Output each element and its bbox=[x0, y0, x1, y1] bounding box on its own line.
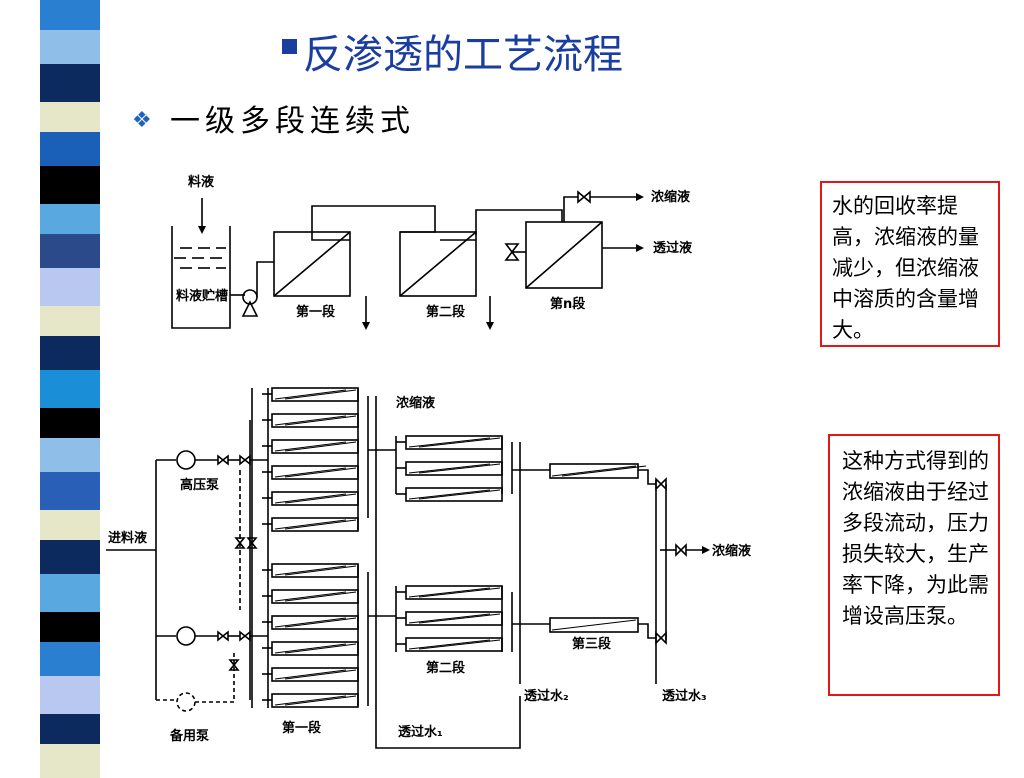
stripe-block bbox=[40, 714, 100, 744]
stripe-block bbox=[40, 0, 100, 30]
slide-title-text: 反渗透的工艺流程 bbox=[303, 32, 623, 78]
stage2-module bbox=[396, 637, 503, 652]
stripe-block bbox=[40, 408, 100, 438]
stripe-block bbox=[40, 676, 100, 714]
slide-title: 反渗透的工艺流程 bbox=[282, 22, 623, 80]
stage2-module bbox=[396, 461, 503, 476]
stripe-block bbox=[40, 132, 100, 166]
stage1-module bbox=[262, 491, 359, 506]
stage1-module bbox=[262, 413, 359, 428]
top-stage2-label: 第二段 bbox=[426, 304, 465, 320]
stage2-module bbox=[396, 435, 503, 450]
concentrate-top-label: 浓缩液 bbox=[396, 395, 435, 411]
stage2-module bbox=[396, 611, 503, 626]
feed-in-label: 进料液 bbox=[108, 530, 147, 546]
stage2-label: 第二段 bbox=[426, 660, 465, 676]
stage2-module bbox=[396, 585, 503, 600]
stripe-block bbox=[40, 64, 100, 102]
stripe-block bbox=[40, 438, 100, 472]
decorative-stripe bbox=[40, 0, 100, 778]
process-flow-diagram: 料液 料液贮槽 第一段 第二段 第n段 bbox=[106, 174, 751, 749]
stripe-block bbox=[40, 540, 100, 574]
stripe-block bbox=[40, 166, 100, 204]
stage1-module bbox=[262, 615, 359, 630]
stripe-block bbox=[40, 370, 100, 408]
top-permeate-label: 透过液 bbox=[653, 240, 692, 256]
stage1-label: 第一段 bbox=[282, 720, 321, 736]
diagram-panel: 料液 料液贮槽 第一段 第二段 第n段 bbox=[100, 140, 780, 768]
stage1-module bbox=[262, 589, 359, 604]
diamond-bullet-icon: ❖ bbox=[132, 108, 152, 133]
tank-label: 料液贮槽 bbox=[176, 288, 228, 304]
stripe-block bbox=[40, 642, 100, 676]
bottom-diagram: 进料液 高压泵 备用泵 bbox=[106, 387, 751, 749]
hp-pump-label: 高压泵 bbox=[180, 477, 219, 493]
stage1-module bbox=[262, 387, 359, 402]
stage1-module bbox=[262, 693, 359, 708]
stage1-module bbox=[262, 465, 359, 480]
note-pressure-loss: 这种方式得到的浓缩液由于经过多段流动，压力损失较大，生产率下降，为此需增设高压泵… bbox=[828, 434, 1000, 696]
stripe-block bbox=[40, 744, 100, 778]
stage2-modules bbox=[396, 435, 503, 652]
stage1-module bbox=[262, 667, 359, 682]
stage1-module bbox=[262, 641, 359, 656]
stripe-block bbox=[40, 472, 100, 510]
stage1-module bbox=[262, 517, 359, 532]
top-stage1-label: 第一段 bbox=[296, 304, 335, 320]
permeate3-label: 透过水₃ bbox=[662, 688, 707, 704]
permeate2-label: 透过水₂ bbox=[524, 688, 569, 704]
stripe-block bbox=[40, 204, 100, 234]
stripe-block bbox=[40, 336, 100, 370]
top-concentrate-label: 浓缩液 bbox=[651, 189, 690, 205]
stage2-module bbox=[396, 487, 503, 502]
stripe-block bbox=[40, 30, 100, 64]
stripe-block bbox=[40, 234, 100, 268]
stage1-module bbox=[262, 439, 359, 454]
standby-pump-label: 备用泵 bbox=[169, 728, 209, 744]
stripe-block bbox=[40, 268, 100, 306]
top-diagram: 料液 料液贮槽 第一段 第二段 第n段 bbox=[171, 174, 692, 330]
concentrate-out-label: 浓缩液 bbox=[712, 543, 751, 559]
stripe-block bbox=[40, 102, 100, 132]
square-bullet-icon bbox=[282, 39, 297, 54]
stripe-block bbox=[40, 306, 100, 336]
note-recovery-rate: 水的回收率提高，浓缩液的量减少，但浓缩液中溶质的含量增大。 bbox=[820, 181, 1000, 347]
stage3-label: 第三段 bbox=[572, 636, 611, 652]
slide-subtitle: 一级多段连续式 bbox=[170, 104, 415, 139]
stripe-block bbox=[40, 574, 100, 612]
stripe-block bbox=[40, 612, 100, 642]
stage1-module bbox=[262, 563, 359, 578]
feed-label: 料液 bbox=[188, 174, 214, 190]
permeate1-label: 透过水₁ bbox=[398, 724, 443, 740]
top-stageN-label: 第n段 bbox=[550, 296, 585, 312]
stage1-modules bbox=[262, 387, 359, 708]
stripe-block bbox=[40, 510, 100, 540]
